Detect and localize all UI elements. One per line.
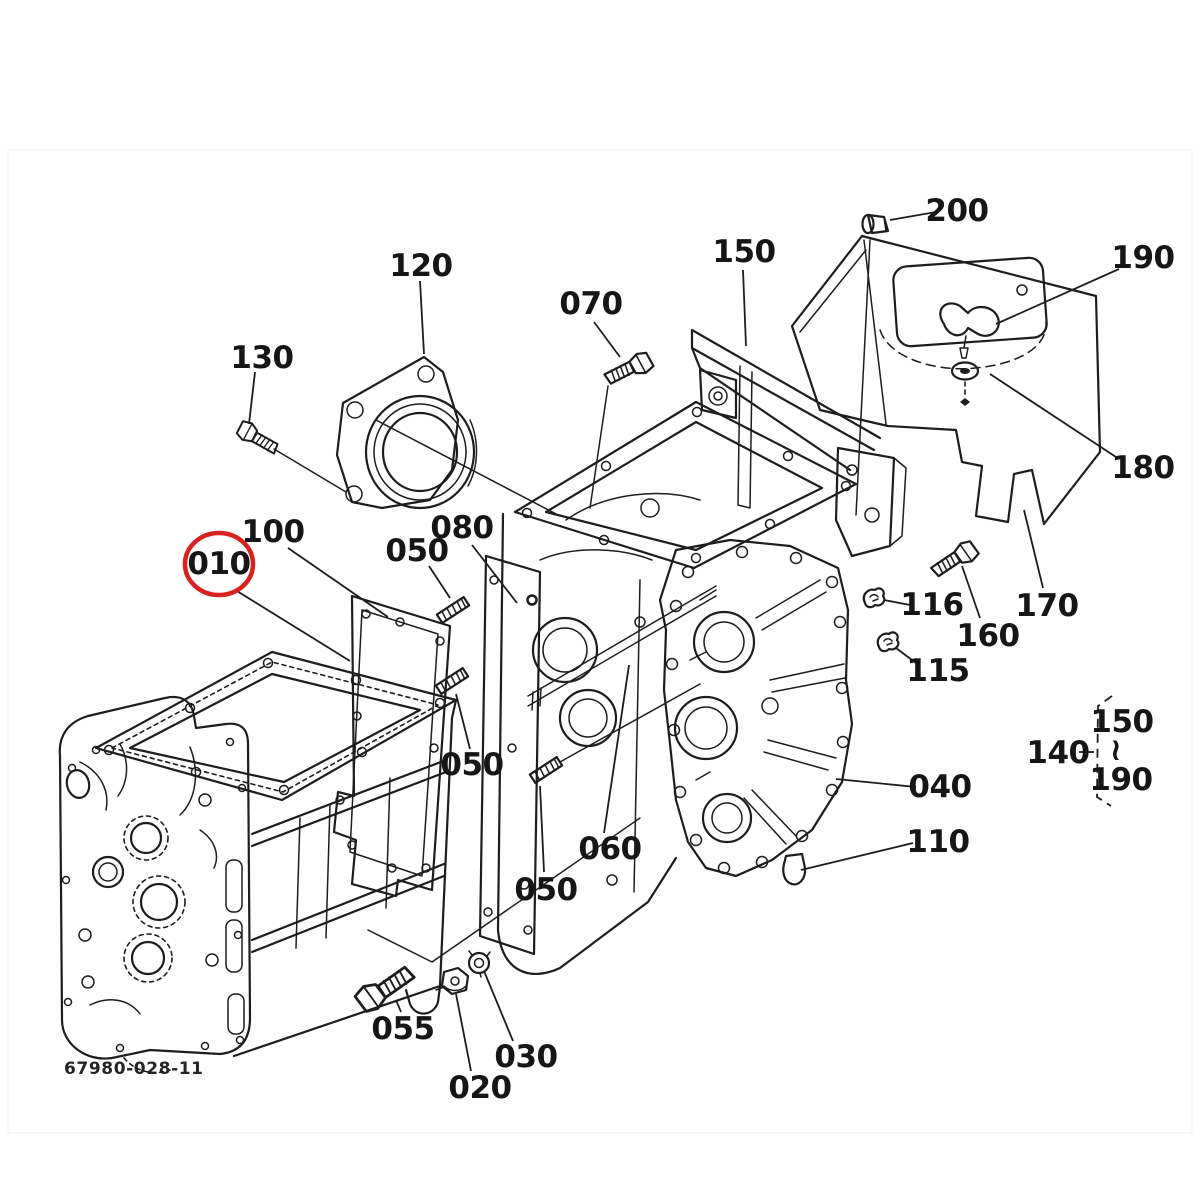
leader-line-050 bbox=[428, 565, 451, 599]
part-callout-200: 200 bbox=[925, 193, 988, 229]
part-callout-020: 020 bbox=[448, 1070, 511, 1106]
scan-border bbox=[7, 149, 1193, 1134]
bolt-160-art bbox=[927, 537, 982, 583]
part-callout-110: 110 bbox=[906, 824, 969, 860]
part-callout-120: 120 bbox=[389, 248, 452, 284]
leader-line-160 bbox=[961, 565, 981, 619]
bolt-070-art bbox=[589, 348, 656, 509]
part-callout-160: 160 bbox=[956, 618, 1019, 654]
leader-line-115 bbox=[895, 647, 917, 664]
group-range-from: 150 bbox=[1090, 704, 1153, 740]
drawing-code: 67980-028-11 bbox=[64, 1059, 204, 1079]
clip-116-art bbox=[862, 587, 886, 609]
leader-line-060 bbox=[603, 664, 630, 834]
leader-line-020 bbox=[455, 993, 472, 1072]
part-callout-116: 116 bbox=[900, 587, 963, 623]
part-callout-140: 140 bbox=[1026, 735, 1089, 771]
clip-115-art bbox=[876, 631, 900, 653]
main-case-art bbox=[58, 650, 458, 1074]
leader-line-050 bbox=[539, 785, 545, 873]
leader-line-170 bbox=[1023, 509, 1044, 589]
leader-line-130 bbox=[248, 371, 256, 425]
plug-200-art bbox=[855, 213, 890, 516]
leader-line-030 bbox=[483, 970, 514, 1042]
leader-line-200 bbox=[889, 211, 937, 221]
bolt-055-art bbox=[351, 959, 420, 1017]
part-callout-180: 180 bbox=[1111, 450, 1174, 486]
nut-020-art bbox=[435, 966, 470, 996]
group-bracket-140: 140 150 190 ~ bbox=[1026, 695, 1154, 807]
part-callout-030: 030 bbox=[494, 1039, 557, 1075]
washer-180-art bbox=[950, 361, 980, 406]
part-callout-115: 115 bbox=[906, 653, 969, 689]
part-callout-050: 050 bbox=[440, 747, 503, 783]
leader-line-120 bbox=[419, 280, 425, 355]
bracket-150-art bbox=[690, 328, 907, 558]
rear-housing-040-art bbox=[658, 538, 854, 886]
part-callout-190: 190 bbox=[1111, 240, 1174, 276]
bolt-130-art bbox=[233, 417, 347, 493]
wing-bolt-190-art bbox=[939, 302, 1000, 359]
leader-line-150 bbox=[742, 269, 747, 347]
leader-line-050 bbox=[455, 693, 471, 750]
group-range-to: 190 bbox=[1089, 762, 1152, 798]
part-callout-100: 100 bbox=[241, 514, 304, 550]
cover-shroud-170-art bbox=[790, 234, 1102, 526]
leader-line-116 bbox=[883, 599, 911, 606]
leader-line-040 bbox=[835, 778, 917, 788]
part-callout-055: 055 bbox=[371, 1011, 434, 1047]
part-callout-010: 010 bbox=[187, 546, 250, 582]
part-callout-070: 070 bbox=[559, 286, 622, 322]
leader-line-055 bbox=[395, 999, 402, 1013]
gasket-100-art bbox=[332, 594, 452, 898]
part-callout-170: 170 bbox=[1015, 588, 1078, 624]
part-callout-050: 050 bbox=[385, 533, 448, 569]
leader-line-070 bbox=[593, 321, 621, 358]
group-bracket-brace bbox=[1096, 695, 1113, 807]
leader-line-180 bbox=[989, 373, 1120, 460]
mid-case-art bbox=[496, 400, 858, 976]
part-callout-040: 040 bbox=[908, 769, 971, 805]
alignment-lines bbox=[367, 817, 641, 963]
part-callout-150: 150 bbox=[712, 234, 775, 270]
part-callout-130: 130 bbox=[230, 340, 293, 376]
group-range-separator: ~ bbox=[1098, 737, 1134, 762]
part-callout-050: 050 bbox=[514, 872, 577, 908]
bearing-flange-120-art bbox=[335, 355, 561, 517]
part-callout-080: 080 bbox=[430, 510, 493, 546]
washer-030-art bbox=[467, 950, 491, 978]
highlight-circle-010 bbox=[182, 530, 256, 598]
leader-line-080 bbox=[471, 544, 518, 604]
part-callout-060: 060 bbox=[578, 831, 641, 867]
gasket-080-art bbox=[478, 554, 542, 956]
leader-line-100 bbox=[287, 547, 389, 618]
leader-line-010 bbox=[236, 590, 351, 662]
leader-line-110 bbox=[800, 842, 914, 871]
leader-line-190 bbox=[995, 268, 1120, 325]
